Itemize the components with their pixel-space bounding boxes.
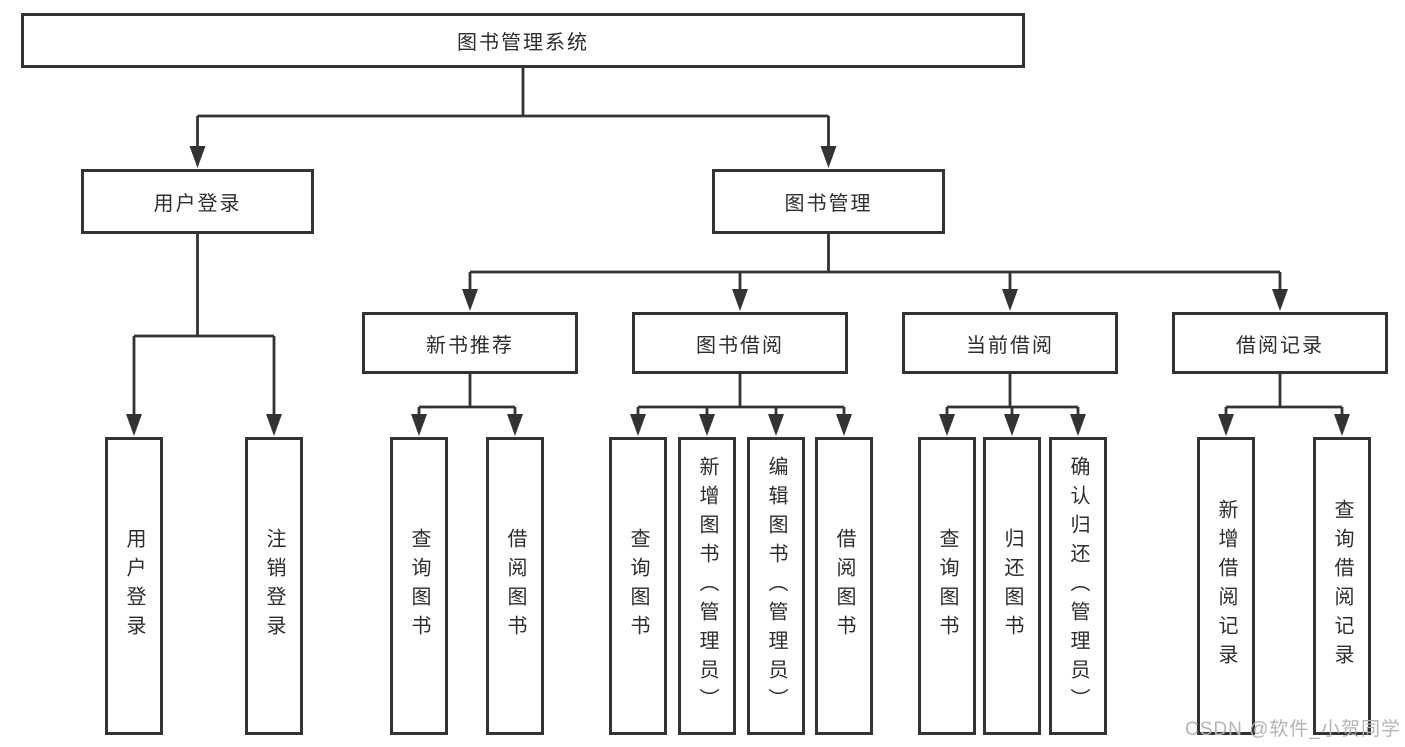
leaf-recommend-query-books: 查询图书 xyxy=(390,437,448,735)
node-user-login-branch: 用户登录 xyxy=(81,169,314,234)
node-book-management-branch: 图书管理 xyxy=(712,169,945,234)
connector-book-management-to-level3 xyxy=(462,234,1288,311)
arrowhead-icon xyxy=(820,146,837,168)
leaf-current-return-books: 归还图书 xyxy=(983,437,1041,735)
leaf-logout: 注销登录 xyxy=(245,437,303,735)
arrowhead-icon xyxy=(189,146,206,168)
node-root-library-system: 图书管理系统 xyxy=(21,13,1025,68)
arrowhead-icon xyxy=(1004,414,1020,436)
leaf-user-login: 用户登录 xyxy=(105,437,163,735)
connector-current-borrow-to-leaves xyxy=(939,374,1086,436)
leaf-records-query-record: 查询借阅记录 xyxy=(1313,437,1371,735)
leaf-recommend-borrow-books: 借阅图书 xyxy=(486,437,544,735)
arrowhead-icon xyxy=(1002,289,1018,311)
arrowhead-icon xyxy=(1070,414,1086,436)
connector-book-borrow-to-leaves xyxy=(630,374,852,436)
connector-new-book-recommend-to-leaves xyxy=(411,374,523,436)
leaf-borrow-edit-books-admin: 编辑图书（管理员） xyxy=(747,437,805,735)
node-current-borrow: 当前借阅 xyxy=(902,312,1118,374)
arrowhead-icon xyxy=(732,289,748,311)
leaf-borrow-borrow-books: 借阅图书 xyxy=(815,437,873,735)
node-borrow-records: 借阅记录 xyxy=(1172,312,1388,374)
connector-borrow-records-to-leaves xyxy=(1218,374,1350,436)
arrowhead-icon xyxy=(699,414,715,436)
leaf-borrow-query-books: 查询图书 xyxy=(609,437,667,735)
arrowhead-icon xyxy=(126,414,142,436)
node-book-borrow: 图书借阅 xyxy=(632,312,848,374)
arrowhead-icon xyxy=(768,414,784,436)
leaf-current-query-books: 查询图书 xyxy=(918,437,976,735)
arrowhead-icon xyxy=(462,289,478,311)
arrowhead-icon xyxy=(630,414,646,436)
arrowhead-icon xyxy=(1218,414,1234,436)
leaf-borrow-add-books-admin: 新增图书（管理员） xyxy=(678,437,736,735)
node-new-book-recommend: 新书推荐 xyxy=(362,312,578,374)
arrowhead-icon xyxy=(266,414,282,436)
connector-root-to-level2 xyxy=(189,68,837,168)
connector-user-login-to-leaves xyxy=(126,234,282,436)
leaf-records-add-record: 新增借阅记录 xyxy=(1197,437,1255,735)
arrowhead-icon xyxy=(411,414,427,436)
arrowhead-icon xyxy=(1272,289,1288,311)
watermark-text: CSDN @软件_小贺同学 xyxy=(1185,719,1401,740)
leaf-current-confirm-return-admin: 确认归还（管理员） xyxy=(1049,437,1107,735)
arrowhead-icon xyxy=(939,414,955,436)
arrowhead-icon xyxy=(836,414,852,436)
arrowhead-icon xyxy=(1334,414,1350,436)
arrowhead-icon xyxy=(507,414,523,436)
